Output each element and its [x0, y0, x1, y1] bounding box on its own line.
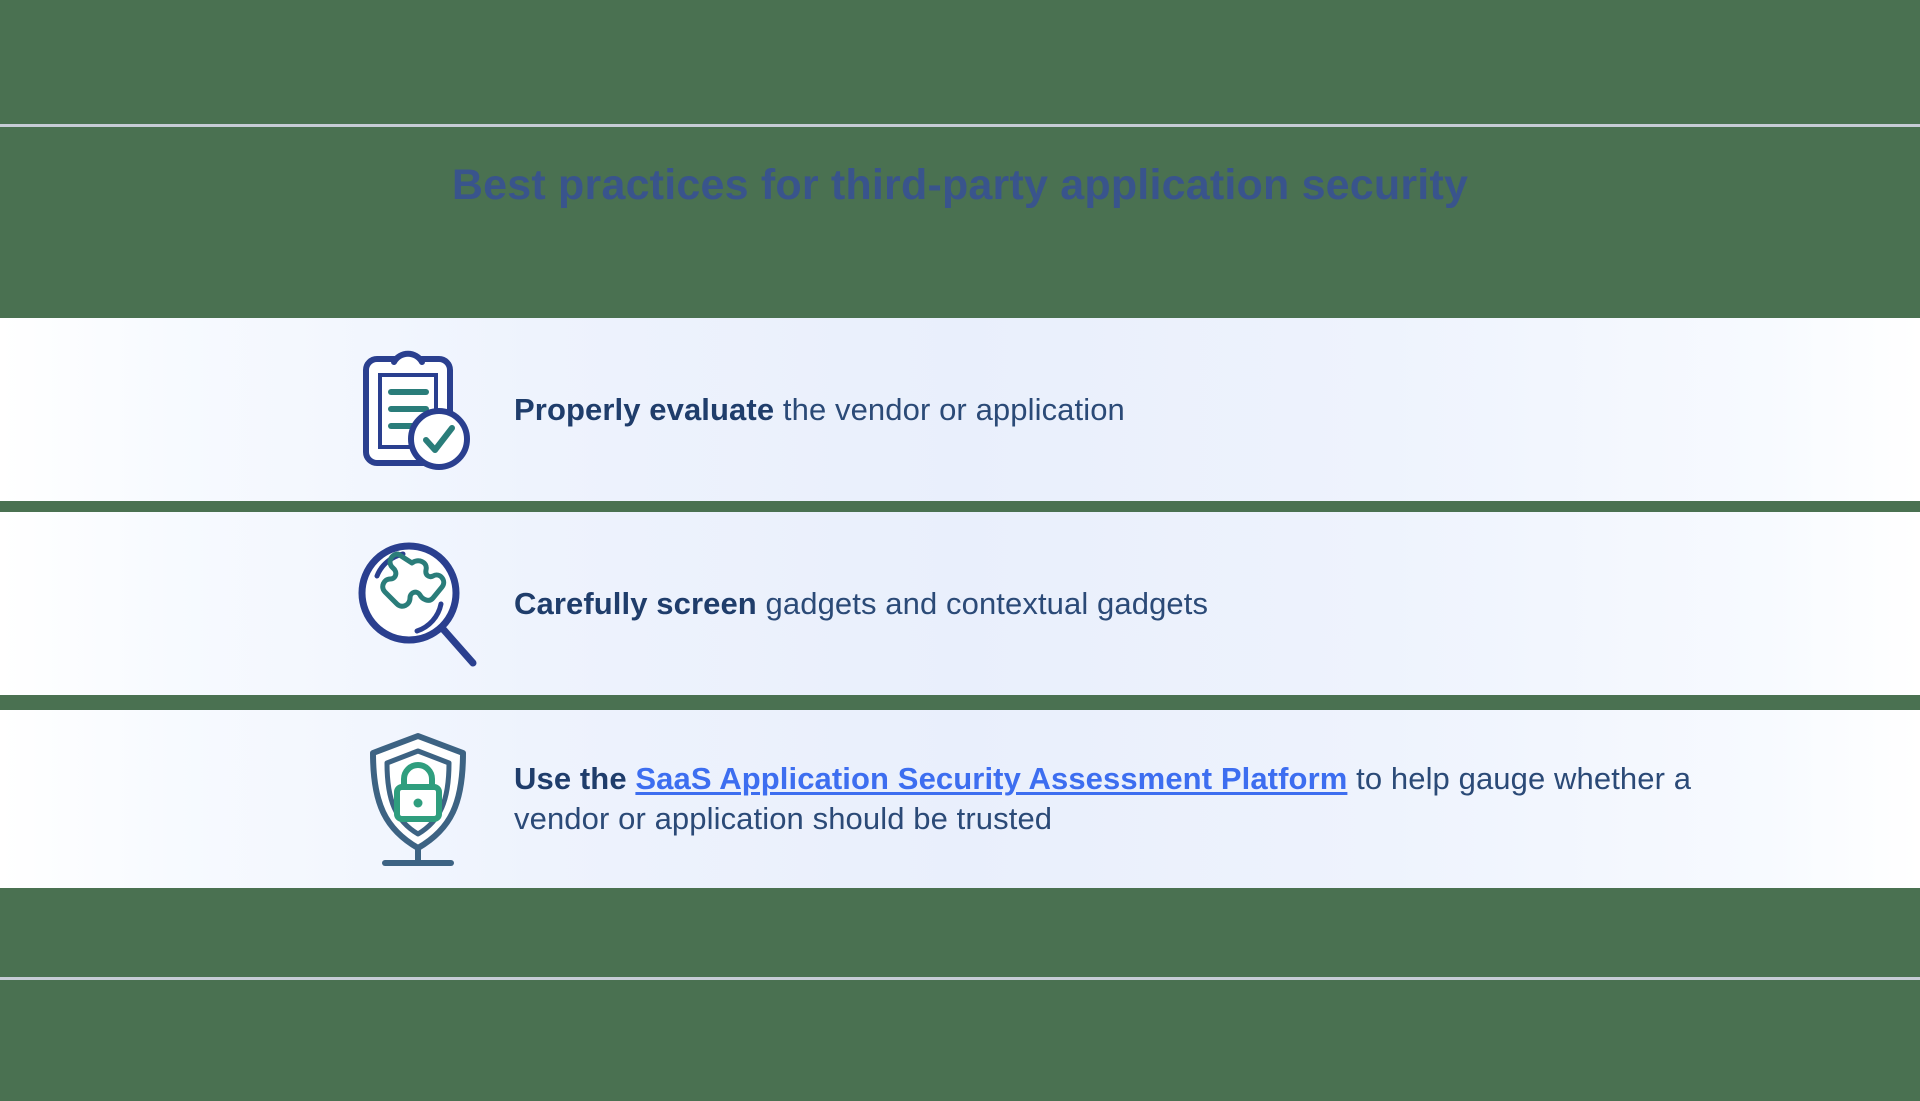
practice-text-3: Use the SaaS Application Security Assess…	[514, 759, 1774, 838]
top-divider-rule	[0, 124, 1920, 127]
bottom-divider-rule	[0, 977, 1920, 980]
practice-rest-1: the vendor or application	[774, 391, 1125, 427]
practice-text-2: Carefully screen gadgets and contextual …	[514, 584, 1208, 624]
practice-row-2: Carefully screen gadgets and contextual …	[0, 512, 1920, 695]
shield-lock-icon	[352, 729, 484, 869]
practice-bold-3: Use the	[514, 761, 636, 797]
saas-assessment-platform-link[interactable]: SaaS Application Security Assessment Pla…	[635, 761, 1348, 797]
practice-row-1: Properly evaluate the vendor or applicat…	[0, 318, 1920, 501]
practice-text-1: Properly evaluate the vendor or applicat…	[514, 390, 1125, 430]
practice-rest-2: gadgets and contextual gadgets	[756, 585, 1209, 621]
page-title: Best practices for third-party applicati…	[451, 161, 1469, 209]
practice-bold-2: Carefully screen	[514, 585, 757, 621]
practice-row-3: Use the SaaS Application Security Assess…	[0, 710, 1920, 888]
clipboard-check-icon	[352, 340, 484, 480]
practice-rest-3: to help gauge whether a vendor or applic…	[514, 761, 1692, 836]
magnifier-puzzle-icon	[352, 534, 484, 674]
practice-bold-1: Properly evaluate	[514, 391, 775, 427]
